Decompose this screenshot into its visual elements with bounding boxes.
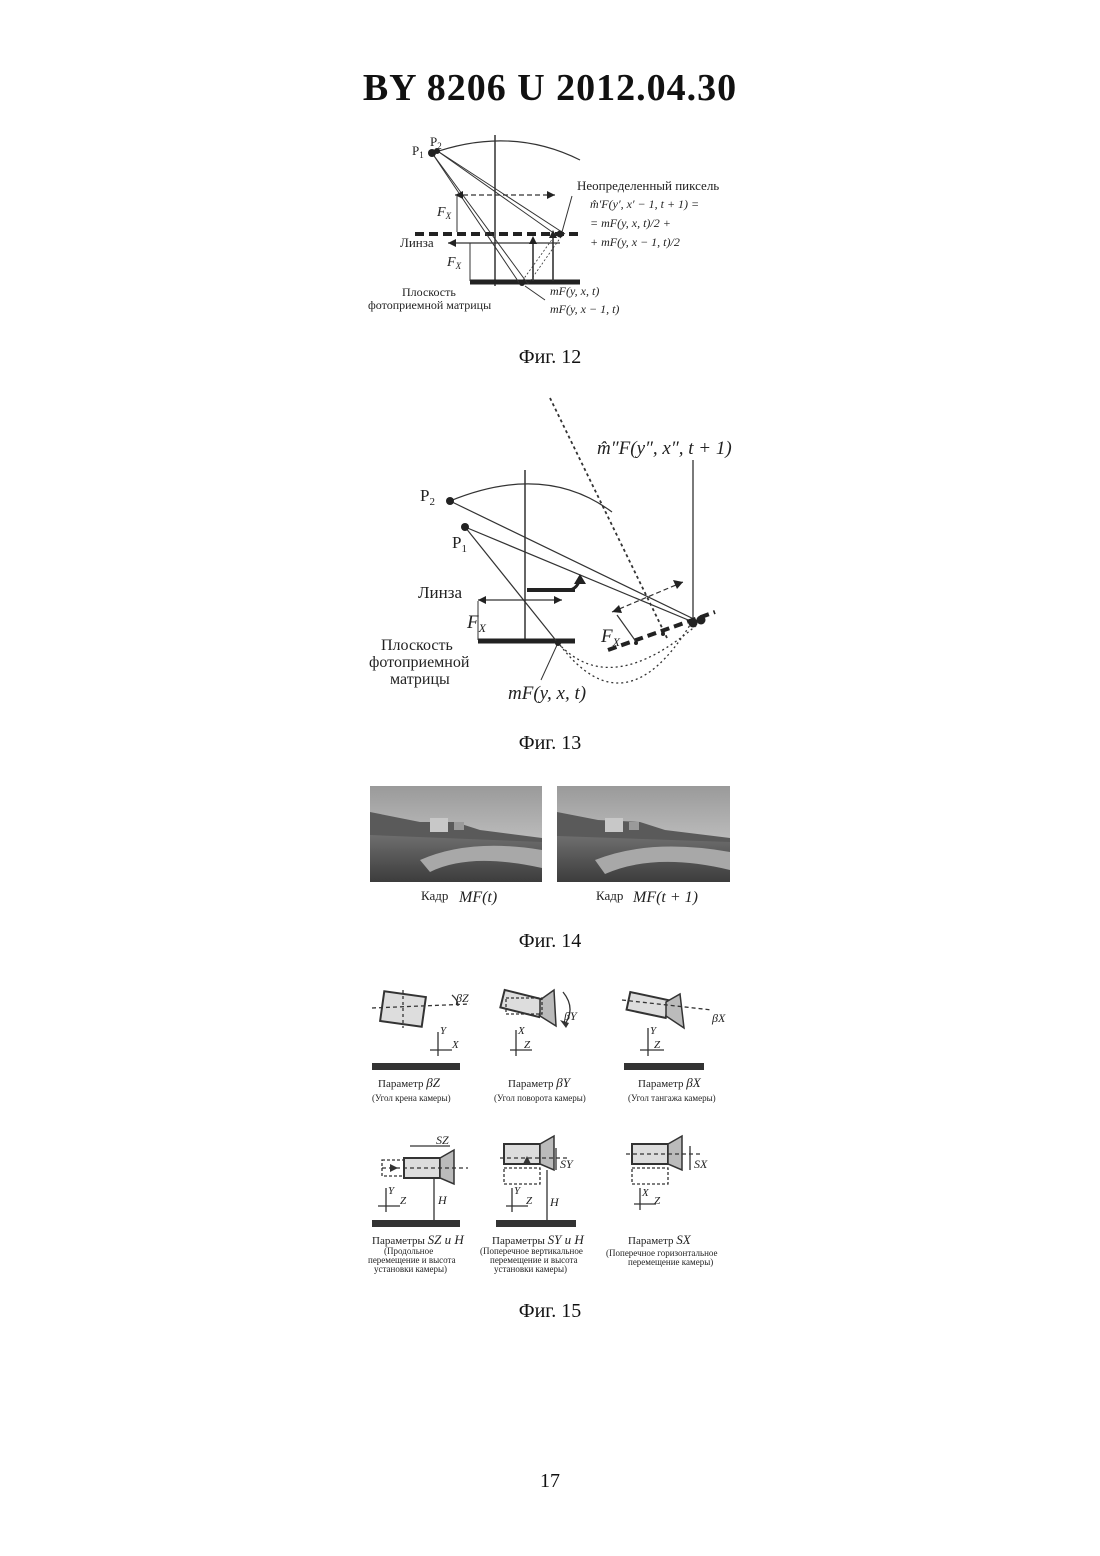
fig14-frame1-label: Кадр — [421, 888, 448, 903]
fig15-caption: Фиг. 15 — [0, 1300, 1100, 1323]
fig15-p2-desc: (Угол поворота камеры) — [494, 1093, 586, 1103]
fig15-p4-title: Параметры SZ и H — [372, 1232, 464, 1247]
fig15-sy-sym: SY — [560, 1157, 574, 1171]
fig15-beta-y-sym: βY — [563, 1009, 578, 1023]
fig12-fx-lower: FX — [446, 255, 462, 271]
fig13-p2-label: P2 — [420, 486, 435, 508]
fig14-caption: Фиг. 14 — [0, 930, 1100, 953]
fig12-label-m2: mF(y, x − 1, t) — [550, 302, 619, 316]
figure-12: P1 P2 FX FX Линза Плоскость фотоприемной… — [355, 130, 755, 330]
document-header: BY 8206 U 2012.04.30 — [0, 66, 1100, 110]
fig13-fx-lens: FX — [466, 612, 487, 635]
camera-sy-sketch — [500, 1136, 568, 1222]
fig12-p1-label: P1 — [412, 143, 424, 160]
camera-yaw-sketch — [500, 990, 570, 1056]
fig14-frame1-formula: MF(t) — [458, 889, 497, 906]
fig15-h-sym-2: H — [549, 1195, 560, 1209]
figure-14: Кадр MF(t) Кадр MF(t + 1) — [360, 780, 740, 915]
fig13-plane-label-1: Плоскость — [381, 637, 453, 654]
figure-13: m̂″F(y″, x″, t + 1) P2 P1 Линза FX FX Пл… — [360, 390, 760, 735]
fig12-caption: Фиг. 12 — [0, 346, 1100, 369]
fig15-axis-y-5: Y — [514, 1185, 522, 1197]
fig13-label-m: mF(y, x, t) — [508, 683, 586, 704]
fig12-undefined-pixel: Неопределенный пиксель — [577, 178, 719, 193]
camera-sz-sketch — [378, 1146, 468, 1222]
fig13-lens-label: Линза — [418, 583, 462, 602]
fig15-axis-y-4: Y — [388, 1185, 396, 1197]
ground-bar-3 — [624, 1063, 704, 1070]
fig15-axis-x-1: X — [451, 1039, 460, 1051]
fig12-formula-3: + mF(y, x − 1, t)/2 — [590, 235, 680, 249]
fig15-axis-z-2: Z — [524, 1039, 531, 1051]
fig15-p6-desc-2: перемещение камеры) — [628, 1257, 713, 1267]
fig15-p1-title: Параметр βZ — [378, 1075, 441, 1090]
camera-sx-sketch — [626, 1136, 700, 1210]
fig15-axis-z-5: Z — [526, 1195, 533, 1207]
fig12-lens-label: Линза — [400, 235, 434, 250]
ground-bar-1 — [372, 1063, 460, 1070]
fig15-sx-sym: SX — [694, 1157, 708, 1171]
fig15-p1-desc: (Угол крена камеры) — [372, 1093, 451, 1103]
fig13-caption: Фиг. 13 — [0, 732, 1100, 755]
fig15-beta-z-sym: βZ — [455, 991, 469, 1005]
fig12-label-m1: mF(y, x, t) — [550, 284, 599, 298]
fig13-formula: m̂″F(y″, x″, t + 1) — [597, 438, 732, 459]
fig15-p4-desc-3: установки камеры) — [374, 1264, 447, 1274]
fig15-p3-desc: (Угол тангажа камеры) — [628, 1093, 716, 1103]
frame-photo-t — [370, 786, 542, 882]
fig15-sz-sym: SZ — [436, 1133, 449, 1147]
fig15-h-sym-1: H — [437, 1193, 448, 1207]
fig15-axis-y-3: Y — [650, 1025, 658, 1037]
arc — [430, 141, 580, 160]
figure-15: βZ βY βX Y X X Z Y Z SZ H Y Z SY H Y Z S… — [360, 980, 740, 1275]
fig15-p5-desc-3: установки камеры) — [494, 1264, 567, 1274]
fig13-plane-label-2: фотоприемной — [369, 654, 470, 671]
fig12-formula-1: m̂′F(y′, x′ − 1, t + 1) = — [590, 197, 699, 211]
fig15-axis-z-4: Z — [400, 1195, 407, 1207]
fig15-axis-x-2: X — [517, 1025, 526, 1037]
fig14-frame2-label: Кадр — [596, 888, 623, 903]
fig15-axis-z-3: Z — [654, 1039, 661, 1051]
fig13-p1-label: P1 — [452, 533, 467, 555]
fig15-axis-y-1: Y — [440, 1025, 448, 1037]
fig13-plane-label-3: матрицы — [390, 671, 450, 688]
ground-bar-5 — [496, 1220, 576, 1227]
camera-pitch-sketch — [622, 992, 712, 1056]
fig14-frame2-formula: MF(t + 1) — [632, 889, 698, 906]
fig15-p2-title: Параметр βY — [508, 1075, 572, 1090]
page-number: 17 — [0, 1470, 1100, 1493]
ground-bar-4 — [372, 1220, 460, 1227]
fig15-p3-title: Параметр βX — [638, 1075, 702, 1090]
fig15-p5-title: Параметры SY и H — [492, 1232, 584, 1247]
fig12-plane-label-2: фотоприемной матрицы — [368, 298, 491, 312]
fig12-p2-label: P2 — [430, 134, 442, 151]
fig15-p6-title: Параметр SX — [628, 1232, 692, 1247]
frame-photo-t-plus-1 — [557, 786, 730, 882]
fig15-beta-x-sym: βX — [711, 1011, 726, 1025]
fig15-axis-x-6: X — [641, 1187, 650, 1199]
fig12-formula-2: = mF(y, x, t)/2 + — [590, 216, 671, 230]
fig13-fx-image: FX — [600, 626, 621, 649]
arc — [450, 484, 612, 512]
fig15-axis-z-6: Z — [654, 1195, 661, 1207]
fig12-plane-label-1: Плоскость — [402, 285, 456, 299]
fig12-fx-upper: FX — [436, 205, 452, 221]
